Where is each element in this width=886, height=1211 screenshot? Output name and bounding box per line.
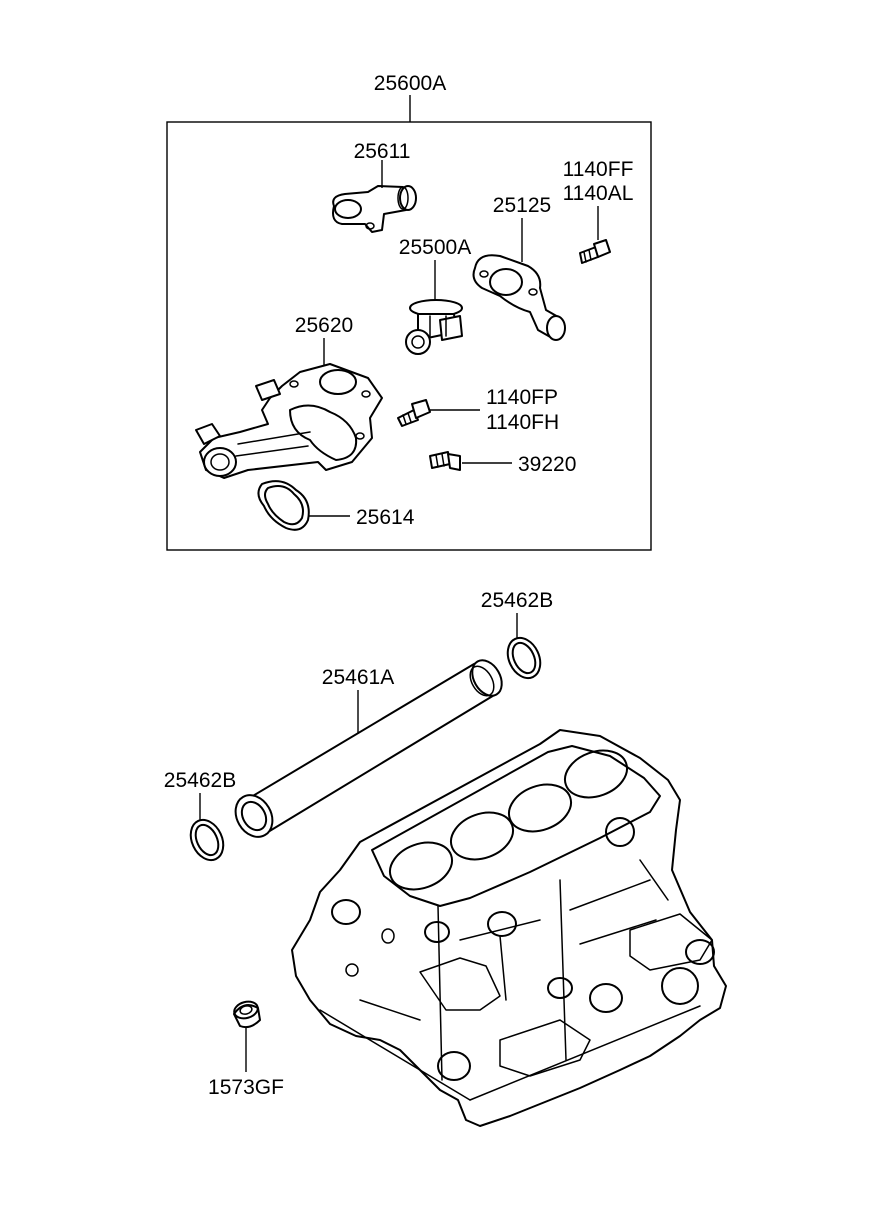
inlet-fitting-part [472, 254, 566, 341]
label-assembly: 25600A [374, 72, 446, 95]
thermostat-part [405, 299, 463, 355]
sensor-part [429, 451, 461, 471]
label-outlet-fitting: 25611 [354, 140, 411, 163]
engine-block-part [291, 729, 727, 1127]
gasket-part [257, 480, 310, 531]
outlet-fitting-part [332, 185, 417, 233]
label-oring-left: 25462B [164, 769, 236, 792]
label-plug: 1573GF [208, 1076, 284, 1099]
bolt-mid-part [397, 399, 431, 427]
plug-part [233, 1000, 261, 1029]
assembly-frame [166, 121, 652, 551]
housing-part [195, 363, 383, 479]
oring-left-part [189, 818, 225, 862]
label-thermostat: 25500A [399, 236, 471, 259]
label-sensor: 39220 [518, 453, 576, 476]
label-bolt-mid: 1140FP [486, 386, 558, 409]
pipe-part [234, 659, 503, 838]
label-bolt-mid-alt: 1140FH [486, 411, 559, 434]
label-bolt-top: 1140FF [563, 158, 634, 181]
label-inlet-fitting: 25125 [493, 194, 551, 217]
label-gasket: 25614 [356, 506, 415, 529]
label-pipe: 25461A [322, 666, 394, 689]
label-housing: 25620 [295, 314, 353, 337]
bolt-top-part [579, 239, 611, 264]
label-bolt-top-alt: 1140AL [563, 182, 634, 205]
label-oring-right: 25462B [481, 589, 553, 612]
oring-right-part [506, 636, 542, 680]
